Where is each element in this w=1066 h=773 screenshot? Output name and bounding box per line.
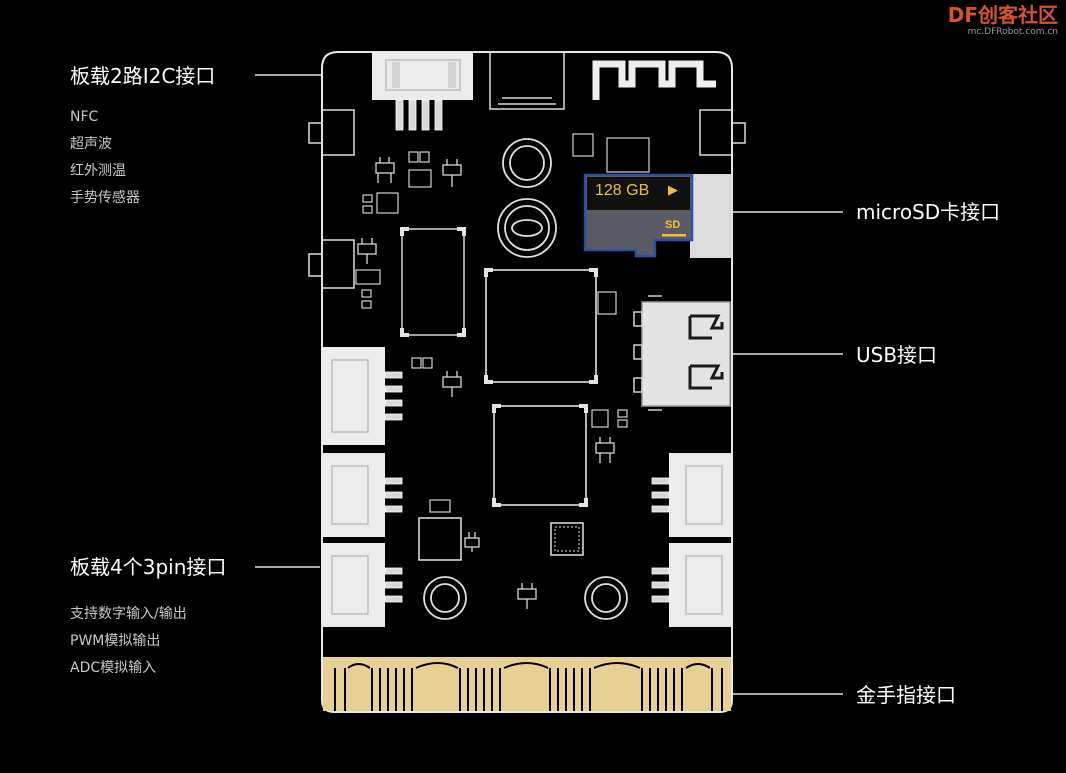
callout-edge-title: 金手指接口 [856,683,956,707]
left-connector-2 [322,453,403,537]
wifi-antenna [592,60,716,100]
callout-usb-title: USB接口 [856,343,938,367]
callout-3pin-item: 支持数字输入/输出 [70,606,187,622]
left-connectors [322,347,403,627]
callout-3pin-title: 板载4个3pin接口 [70,555,227,579]
left-connector-3 [322,543,403,627]
round-components [423,138,628,620]
usb-port-right [633,295,731,411]
watermark: DF创客社区 mc.DFRobot.com.cn [948,5,1058,37]
i2c-connector-top [372,52,473,131]
left-connector-1 [322,347,403,445]
right-connector-2 [651,543,732,627]
callout-i2c-item: 手势传感器 [70,190,140,206]
transistors [357,157,615,609]
ic-chips [400,227,598,561]
callout-3pin-item: PWM模拟输出 [70,633,161,649]
right-connectors [651,453,732,627]
usb-c-top [489,51,565,110]
callout-3pin-item: ADC模拟输入 [70,660,157,676]
callout-microsd-title: microSD卡接口 [856,200,1001,224]
sd-badge: SD [665,219,681,231]
callout-i2c-title: 板载2路I2C接口 [70,64,216,88]
smd-parts [355,133,650,513]
microsd-card [583,173,732,258]
callout-i2c-item: 超声波 [70,136,112,152]
watermark-url: mc.DFRobot.com.cn [967,27,1058,37]
leader-lines [255,74,843,695]
gold-edge-connector [323,657,731,711]
right-connector-1 [651,453,732,537]
side-button-left-top [308,109,355,156]
callout-i2c-item: NFC [70,109,99,125]
sd-arrow-icon: ▶ [668,183,678,198]
callout-i2c-item: 红外测温 [70,163,126,179]
side-button-right-top [699,109,746,156]
watermark-brand: DF创客社区 [947,3,1058,27]
sd-capacity: 128 GB [595,182,650,199]
side-button-left-bottom [308,239,355,289]
